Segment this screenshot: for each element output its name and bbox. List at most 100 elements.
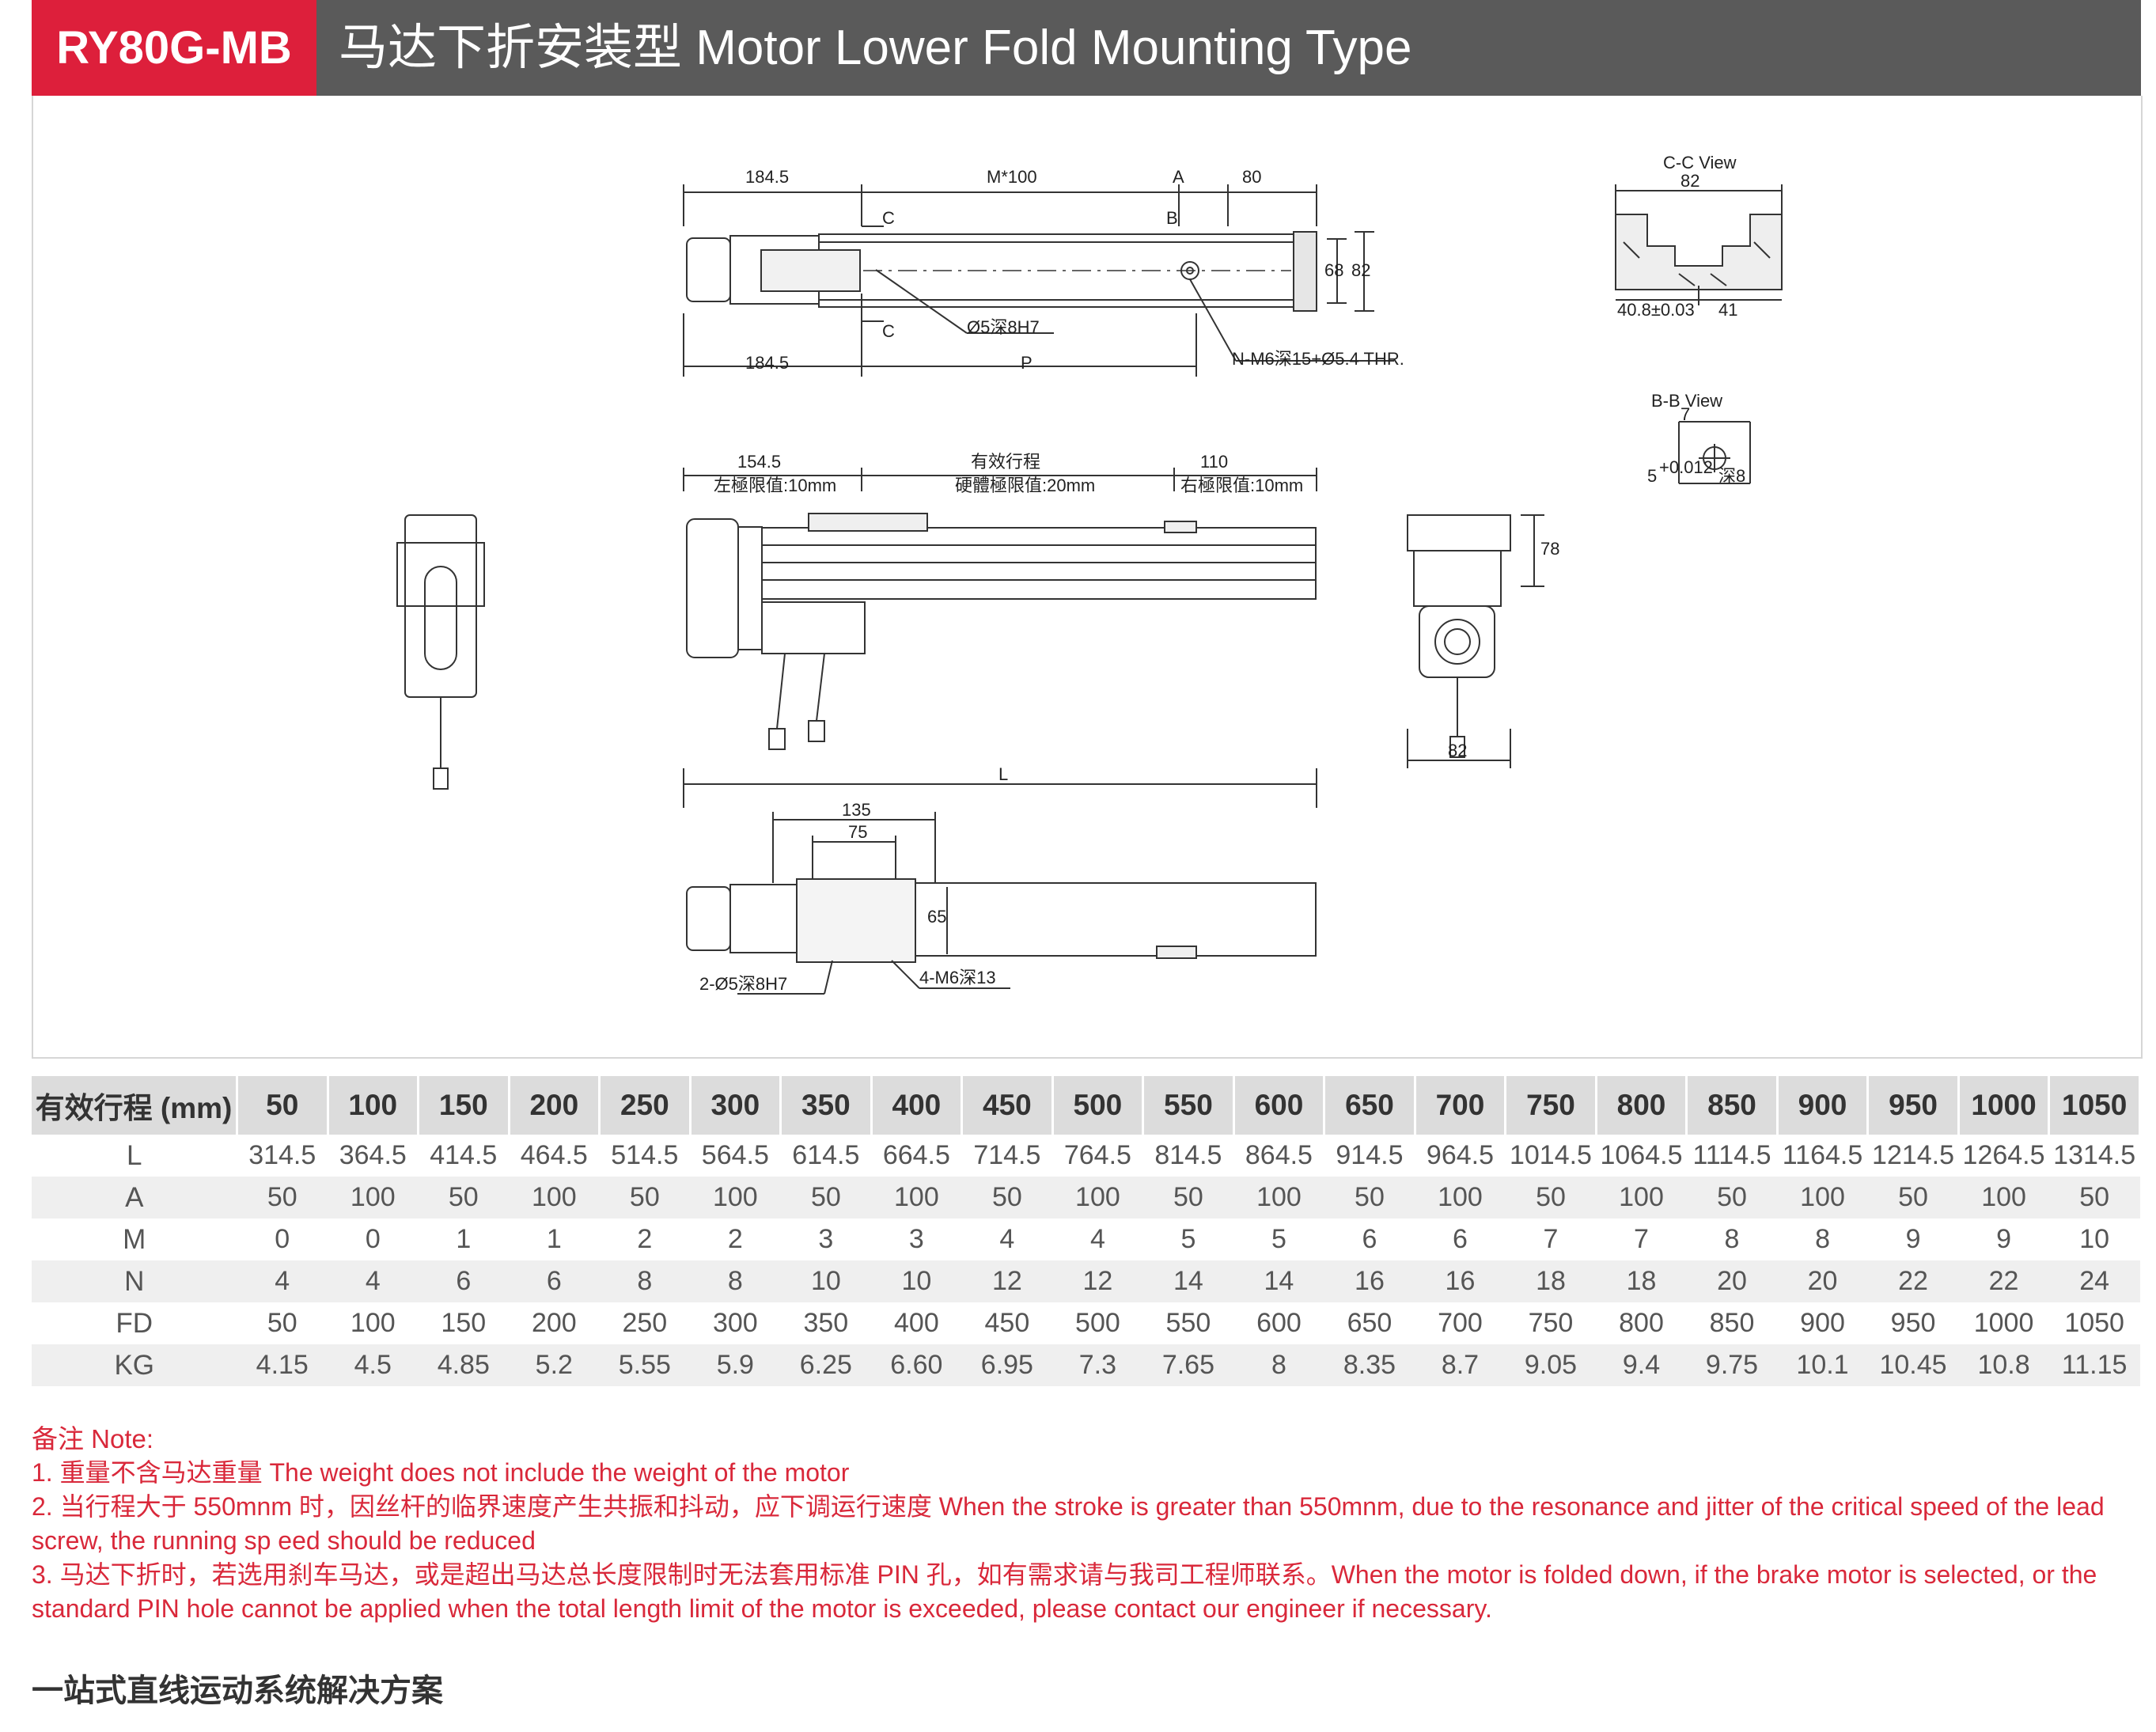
table-cell: 16 xyxy=(1324,1260,1415,1302)
table-cell: 10.45 xyxy=(1867,1344,1959,1386)
table-cell: 6.25 xyxy=(780,1344,872,1386)
table-cell: 5.2 xyxy=(509,1344,600,1386)
dim-m100: M*100 xyxy=(987,167,1037,187)
table-cell: 50 xyxy=(418,1177,510,1218)
table-cell: 12 xyxy=(1052,1260,1143,1302)
table-cell: 50 xyxy=(1142,1177,1234,1218)
table-cell: 8 xyxy=(1815,1224,1830,1254)
table-cell: 6 xyxy=(1362,1224,1377,1254)
hard-limit: 硬體極限值:20mm xyxy=(955,476,1095,495)
row-label: N xyxy=(32,1260,237,1302)
table-cell: 16 xyxy=(1415,1260,1506,1302)
table-cell: 100 xyxy=(1052,1177,1143,1218)
table-cell: 18 xyxy=(1505,1260,1597,1302)
table-cell: 914.5 xyxy=(1336,1140,1404,1170)
table-cell: 614.5 xyxy=(792,1140,860,1170)
table-cell: 514.5 xyxy=(611,1140,679,1170)
table-cell: 7.65 xyxy=(1142,1344,1234,1386)
table-cell: 8 xyxy=(1724,1224,1740,1254)
bb-section-view xyxy=(1678,421,1751,484)
stroke-col-header: 550 xyxy=(1142,1076,1235,1135)
table-cell: 24 xyxy=(2048,1260,2140,1302)
table-cell: 464.5 xyxy=(520,1140,588,1170)
table-cell: 5.9 xyxy=(690,1344,781,1386)
table-cell: 414.5 xyxy=(430,1140,498,1170)
table-cell: 50 xyxy=(2048,1177,2140,1218)
table-cell: 8.7 xyxy=(1415,1344,1506,1386)
table-cell: 0 xyxy=(275,1224,290,1254)
page-title: 马达下折安装型 Motor Lower Fold Mounting Type xyxy=(339,21,1412,75)
dim-184-5-top: 184.5 xyxy=(745,167,789,187)
table-cell: 14 xyxy=(1233,1260,1324,1302)
end-dim-78: 78 xyxy=(1540,539,1559,559)
table-cell: 800 xyxy=(1619,1308,1664,1338)
bb-dim-5: 5 xyxy=(1647,466,1657,486)
dim-80: 80 xyxy=(1242,167,1261,187)
cc-section-view xyxy=(1615,184,1783,305)
table-cell: 350 xyxy=(803,1308,849,1338)
table-cell: 5.55 xyxy=(599,1344,691,1386)
table-cell: 50 xyxy=(1867,1177,1959,1218)
table-cell: 50 xyxy=(1686,1177,1778,1218)
table-cell: 12 xyxy=(961,1260,1053,1302)
stroke-header: 有效行程 (mm) xyxy=(32,1076,238,1135)
table-cell: 550 xyxy=(1165,1308,1211,1338)
table-cell: 600 xyxy=(1256,1308,1302,1338)
table-cell: 100 xyxy=(1415,1177,1506,1218)
stroke-col-header: 600 xyxy=(1233,1076,1326,1135)
table-cell: 9 xyxy=(1996,1224,2012,1254)
table-cell: 4 xyxy=(999,1224,1015,1254)
table-cell: 100 xyxy=(328,1177,419,1218)
table-cell: 9.75 xyxy=(1686,1344,1778,1386)
dim-184-5-bottom: 184.5 xyxy=(745,353,789,373)
table-cell: 1000 xyxy=(1973,1308,2034,1338)
row-label: M xyxy=(123,1223,146,1255)
table-cell: 750 xyxy=(1528,1308,1574,1338)
table-cell: 14 xyxy=(1142,1260,1234,1302)
hole-note: Ø5深8H7 xyxy=(967,317,1040,337)
table-cell: 10 xyxy=(871,1260,962,1302)
row-label: A xyxy=(32,1177,237,1218)
bottom-view xyxy=(683,768,1317,995)
table-cell: 50 xyxy=(267,1308,297,1338)
table-cell: 5 xyxy=(1180,1224,1196,1254)
note-item: 2. 当行程大于 550mnm 时，因丝杆的临界速度产生共振和抖动，应下调运行速… xyxy=(32,1492,2105,1555)
row-label: L xyxy=(127,1139,142,1171)
notes-heading: 备注 Note: xyxy=(32,1424,154,1453)
table-cell: 100 xyxy=(509,1177,600,1218)
cc-dim-41: 41 xyxy=(1718,300,1737,320)
table-cell: 564.5 xyxy=(701,1140,769,1170)
right-limit: 右極限值:10mm xyxy=(1180,476,1303,495)
dim-75: 75 xyxy=(848,822,867,842)
table-cell: 4.85 xyxy=(418,1344,510,1386)
table-cell: 1 xyxy=(546,1224,562,1254)
table-cell: 0 xyxy=(365,1224,381,1254)
table-cell: 100 xyxy=(1233,1177,1324,1218)
dim-l: L xyxy=(998,764,1008,784)
right-end-view xyxy=(1407,514,1544,768)
dim-68: 68 xyxy=(1324,260,1343,280)
technical-drawing: 184.5 M*100 A 80 C B 68 82 C Ø5深8H7 184.… xyxy=(32,96,2143,1059)
table-cell: 6 xyxy=(418,1260,510,1302)
stroke-col-header: 250 xyxy=(599,1076,692,1135)
table-cell: 100 xyxy=(1777,1177,1868,1218)
table-cell: 1114.5 xyxy=(1692,1140,1771,1170)
bb-dim-7: 7 xyxy=(1680,404,1690,424)
table-cell: 50 xyxy=(780,1177,872,1218)
table-cell: 1050 xyxy=(2064,1308,2124,1338)
table-cell: 3 xyxy=(908,1224,924,1254)
table-cell: 1314.5 xyxy=(2053,1140,2136,1170)
stroke-col-header: 650 xyxy=(1324,1076,1416,1135)
table-cell: 6.95 xyxy=(961,1344,1053,1386)
cc-view-title: C-C View xyxy=(1663,153,1737,172)
bb-view-title: B-B View xyxy=(1651,391,1722,411)
table-cell: 400 xyxy=(894,1308,939,1338)
table-cell: 714.5 xyxy=(973,1140,1041,1170)
bb-depth: 深8 xyxy=(1718,466,1745,486)
stroke-col-header: 150 xyxy=(418,1076,510,1135)
stroke-col-header: 100 xyxy=(328,1076,420,1135)
